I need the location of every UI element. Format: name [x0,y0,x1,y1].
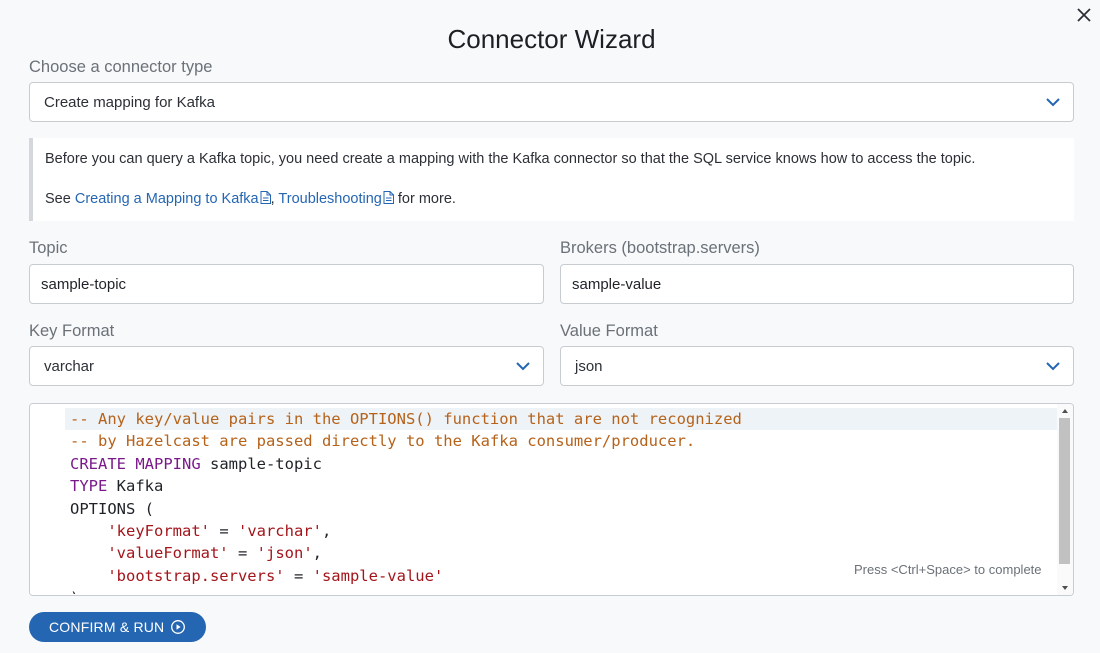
code-line[interactable]: 9) [65,587,1057,594]
value-format-value: json [575,358,603,375]
info-panel: Before you can query a Kafka topic, you … [29,138,1074,221]
brokers-label: Brokers (bootstrap.servers) [560,239,760,257]
info-text: Before you can query a Kafka topic, you … [45,151,976,167]
code-text: = [209,521,238,540]
code-string: 'varchar' [237,521,322,540]
code-line[interactable]: 1-- Any key/value pairs in the OPTIONS()… [65,408,1057,431]
topic-label: Topic [29,239,68,257]
code-string: 'keyFormat' [107,521,210,540]
see-suffix: for more. [393,191,456,207]
code-line[interactable]: ⌄3CREATE MAPPING sample-topic [65,453,1057,475]
confirm-run-label: CONFIRM & RUN [49,619,165,635]
scrollbar-thumb[interactable] [1059,418,1070,564]
editor-gutter [30,404,65,595]
link-troubleshooting-label: Troubleshooting [278,191,382,207]
code-keyword: TYPE [70,477,108,496]
code-keyword: CREATE MAPPING [70,454,201,473]
document-icon [383,191,394,204]
value-format-label: Value Format [560,322,658,340]
editor-scrollbar[interactable] [1057,404,1073,595]
key-format-label: Key Format [29,322,115,340]
close-icon[interactable] [1074,5,1094,25]
code-comment: -- by Hazelcast are passed directly to t… [70,432,696,451]
key-format-select[interactable]: varchar [29,346,544,386]
chevron-down-icon [1045,96,1061,108]
code-comment: -- Any key/value pairs in the OPTIONS() … [70,410,742,428]
key-format-value: varchar [44,358,95,375]
code-text: = [228,544,257,563]
code-string: 'sample-value' [312,566,444,585]
code-line[interactable]: 7 'valueFormat' = 'json', [65,542,1057,564]
code-text: OPTIONS ( [70,499,154,518]
code-line[interactable]: 4TYPE Kafka [65,475,1057,497]
editor-code[interactable]: 1-- Any key/value pairs in the OPTIONS()… [65,408,1057,594]
code-line[interactable]: 8 'bootstrap.servers' = 'sample-value' [65,565,1057,587]
see-prefix: See [45,191,75,207]
code-text: Kafka [107,477,164,496]
code-string: 'valueFormat' [107,544,229,563]
code-string: 'json' [256,544,313,563]
code-string: 'bootstrap.servers' [107,566,285,585]
chevron-down-icon [1045,360,1061,372]
document-icon [260,191,271,204]
topic-input[interactable] [29,264,544,304]
link-troubleshooting[interactable]: Troubleshooting [278,191,394,207]
link-creating-mapping-label: Creating a Mapping to Kafka [74,191,259,207]
scroll-up-arrow-icon[interactable] [1060,406,1070,416]
chevron-down-icon [515,360,531,372]
code-text: sample-topic [200,454,322,473]
brokers-input[interactable] [560,264,1074,304]
connector-type-select[interactable]: Create mapping for Kafka [29,82,1074,122]
play-circle-icon [170,619,186,635]
info-links: See Creating a Mapping to Kafka, Trouble… [45,191,456,207]
link-creating-mapping[interactable]: Creating a Mapping to Kafka [75,191,271,207]
code-text: ) [70,589,79,594]
confirm-run-button[interactable]: CONFIRM & RUN [29,612,206,642]
link-separator: , [270,191,279,207]
dialog-title: Connector Wizard [447,24,656,54]
code-line[interactable]: 2-- by Hazelcast are passed directly to … [65,430,1057,452]
connector-type-value: Create mapping for Kafka [44,94,215,111]
autocomplete-hint: Press <Ctrl+Space> to complete [854,562,1042,577]
connector-type-label: Choose a connector type [29,58,213,76]
code-text: , [321,521,332,540]
close-button[interactable] [1074,5,1094,25]
code-line[interactable]: 5OPTIONS ( [65,498,1057,520]
value-format-select[interactable]: json [560,346,1074,386]
scroll-down-arrow-icon[interactable] [1060,583,1070,593]
code-text: , [312,544,322,563]
sql-editor[interactable]: 1-- Any key/value pairs in the OPTIONS()… [29,403,1074,596]
code-line[interactable]: 6 'keyFormat' = 'varchar', [65,520,1057,542]
code-text: = [284,566,313,585]
